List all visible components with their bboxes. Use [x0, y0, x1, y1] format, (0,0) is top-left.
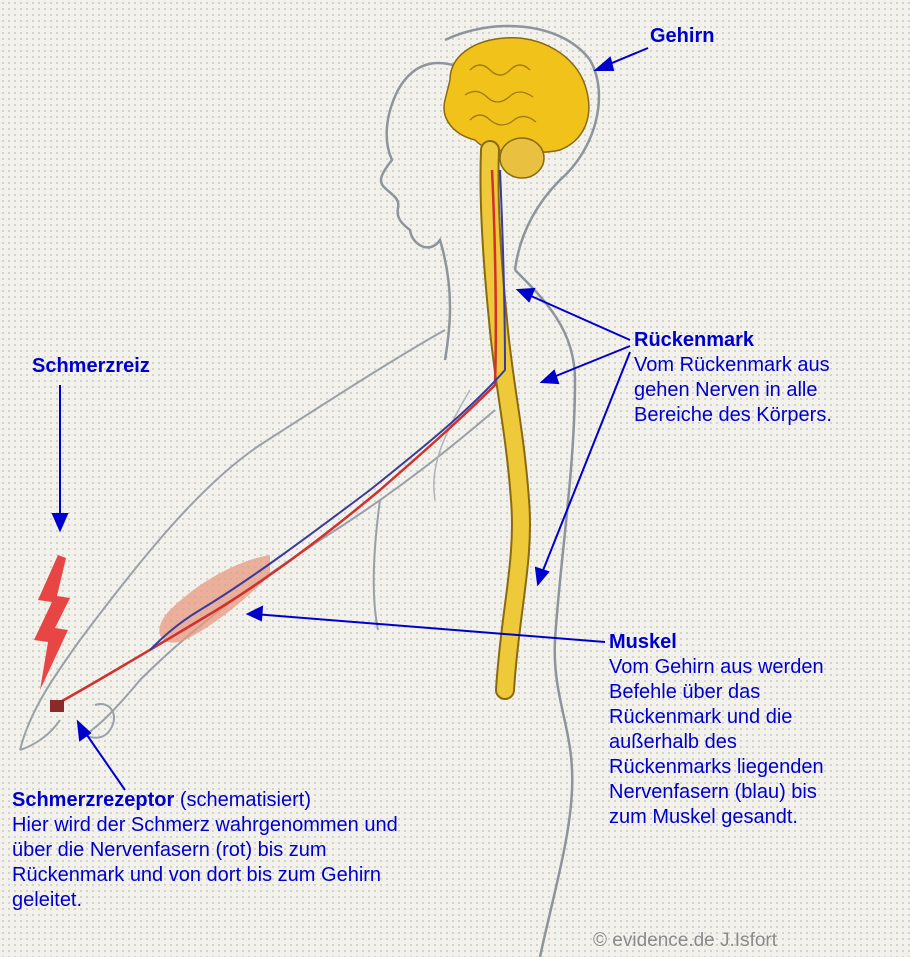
muskel-line: Rückenmarks liegenden [609, 755, 824, 780]
label-rueckenmark: Rückenmark Vom Rückenmark aus gehen Nerv… [634, 328, 832, 428]
arm-outline-upper [20, 330, 445, 750]
cerebellum [500, 138, 544, 178]
schmerzrezeptor-line: über die Nervenfasern (rot) bis zum [12, 838, 398, 863]
muskel-line: Befehle über das [609, 680, 824, 705]
back-outline [515, 270, 575, 957]
schmerzrezeptor-line: Hier wird der Schmerz wahrgenommen und [12, 813, 398, 838]
arm-outline-lower [85, 410, 495, 735]
rueckenmark-arrow-1 [522, 292, 630, 340]
muskel-title: Muskel [609, 630, 824, 655]
muscle [159, 555, 270, 643]
label-muskel: Muskel Vom Gehirn aus werden Befehle übe… [609, 630, 824, 830]
rueckenmark-line: gehen Nerven in alle [634, 378, 832, 403]
muskel-line: zum Muskel gesandt. [609, 805, 824, 830]
torso-front-outline [374, 500, 380, 630]
schmerzrezeptor-line: geleitet. [12, 888, 398, 913]
schmerzrezeptor-subtitle: (schematisiert) [180, 789, 311, 811]
gehirn-title: Gehirn [650, 25, 714, 47]
label-schmerzrezeptor: Schmerzrezeptor (schematisiert) Hier wir… [12, 788, 398, 913]
schmerzrezeptor-line: Rückenmark und von dort bis zum Gehirn [12, 863, 398, 888]
motor-nerve [150, 170, 505, 650]
rueckenmark-arrow-3 [540, 352, 630, 578]
label-schmerzreiz: Schmerzreiz [32, 354, 150, 379]
rueckenmark-line: Vom Rückenmark aus [634, 353, 832, 378]
schmerzrezeptor-title: Schmerzrezeptor [12, 789, 174, 811]
muskel-line: außerhalb des [609, 730, 824, 755]
muskel-line: Vom Gehirn aus werden [609, 655, 824, 680]
rueckenmark-line: Bereiche des Körpers. [634, 403, 832, 428]
muskel-arrow [254, 614, 605, 642]
lightning-icon [34, 555, 70, 690]
schmerzreiz-title: Schmerzreiz [32, 355, 150, 377]
copyright-notice: © evidence.de J.Isfort [593, 930, 777, 952]
rueckenmark-arrow-2 [546, 346, 630, 380]
muskel-line: Rückenmark und die [609, 705, 824, 730]
label-gehirn: Gehirn [650, 24, 714, 49]
muskel-line: Nervenfasern (blau) bis [609, 780, 824, 805]
pain-receptor [50, 700, 64, 712]
sensory-nerve [55, 170, 496, 705]
rueckenmark-title: Rückenmark [634, 328, 832, 353]
